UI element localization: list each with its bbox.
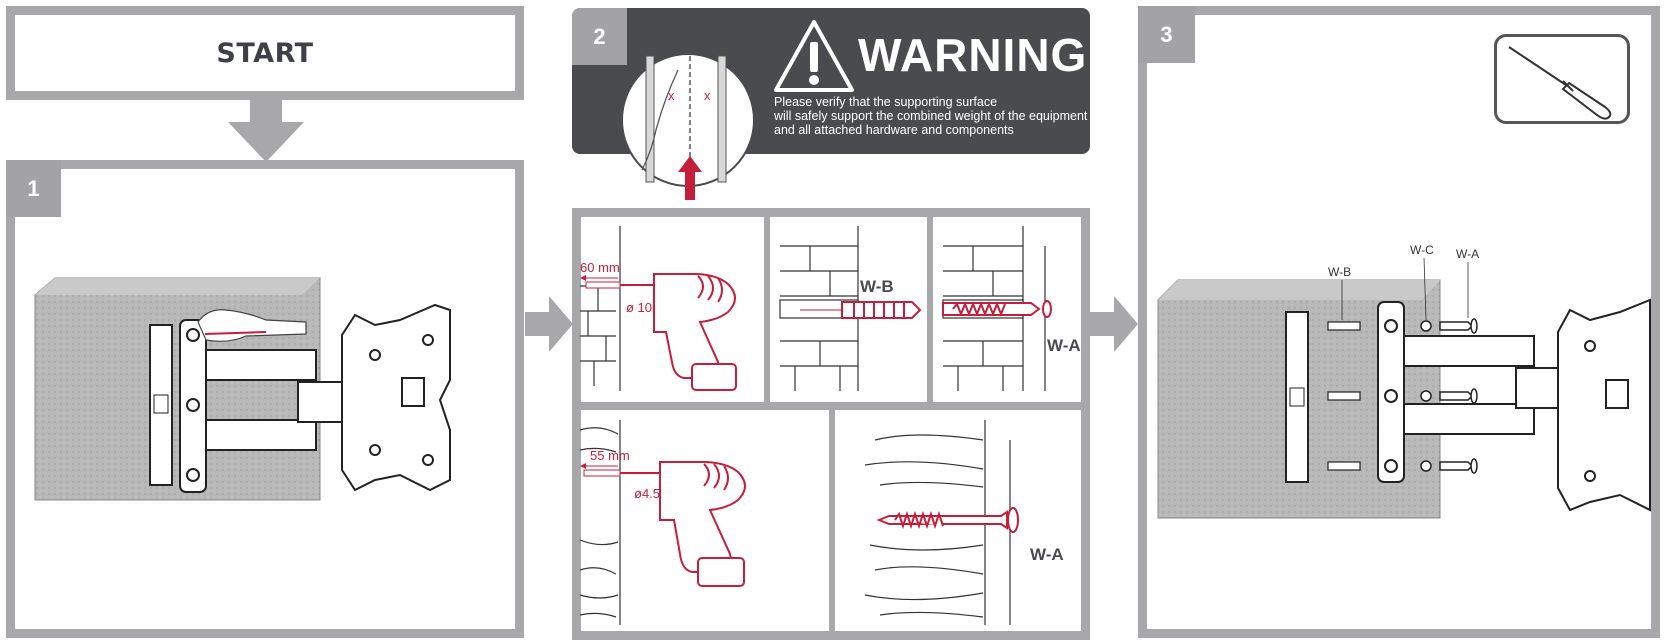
upper-arm (205, 349, 317, 381)
warning-text-line-1: Please verify that the supporting surfac… (774, 95, 998, 109)
tv-plate (1557, 298, 1651, 512)
wall-block (34, 277, 321, 501)
anchors (1327, 321, 1361, 471)
stud-wall-circle: x x (621, 53, 755, 200)
drill-concrete-cell: 60 mm ø 10mm (580, 226, 737, 391)
wall-plate (1377, 301, 1405, 483)
screws (1439, 318, 1478, 474)
anchor-label-wb: W-B (860, 277, 894, 296)
svg-text:x: x (704, 88, 711, 103)
anchor-plug (841, 301, 922, 319)
screw-insert-cell: W-A (942, 226, 1081, 391)
screw-wood-cell: W-A (864, 420, 1064, 625)
warning-title: WARNING (858, 29, 1088, 81)
start-box: START (6, 6, 524, 100)
tv-plate (341, 303, 451, 492)
warning-triangle-icon (774, 20, 854, 92)
anchor-label: W-B (1328, 265, 1351, 279)
arrow-down-icon (228, 100, 304, 162)
screw-label-wa-2: W-A (1030, 545, 1064, 564)
drill-wood-cell: 55 mm ø4.5mm (579, 420, 746, 625)
drill-icon (620, 461, 746, 587)
drill-grid-divider-v2 (927, 216, 933, 402)
drill-depth-label: 60 mm (580, 260, 620, 275)
step-3-badge: 3 (1138, 6, 1195, 63)
screwdriver-box (1494, 34, 1630, 124)
anchor-insert-cell: W-B (779, 226, 922, 391)
screwdriver-icon (1508, 46, 1612, 120)
drill-grid-divider-v1 (764, 216, 770, 402)
screw-in-anchor (942, 300, 1052, 318)
start-label: START (216, 37, 314, 69)
arrow-right-icon (525, 296, 573, 352)
wood-screw (876, 507, 1019, 533)
washer-label: W-C (1410, 243, 1434, 257)
upper-arm (1403, 335, 1535, 367)
drill-grid-divider-v3 (829, 410, 835, 632)
step-1-illustration (34, 277, 451, 501)
drill-grid-divider-h (580, 402, 1082, 410)
wall-plate (179, 319, 207, 493)
warning-text-line-2: will safely support the combined weight … (774, 109, 1088, 123)
step-2-badge: 2 (572, 8, 627, 65)
step-1-badge: 1 (6, 160, 61, 217)
svg-text:x: x (668, 88, 675, 103)
lower-arm (205, 419, 317, 451)
warning-text-line-3: and all attached hardware and components (774, 123, 1014, 137)
lower-arm (1403, 403, 1535, 435)
washers (1420, 320, 1432, 472)
screw-label: W-A (1456, 247, 1479, 261)
step-3-illustration: W-B W-C W-A (1157, 243, 1651, 519)
arrow-right-icon (1090, 296, 1138, 352)
screw-label-wa-1: W-A (1047, 336, 1081, 355)
drill-icon (620, 273, 737, 391)
wood-drill-depth-label: 55 mm (590, 448, 630, 463)
